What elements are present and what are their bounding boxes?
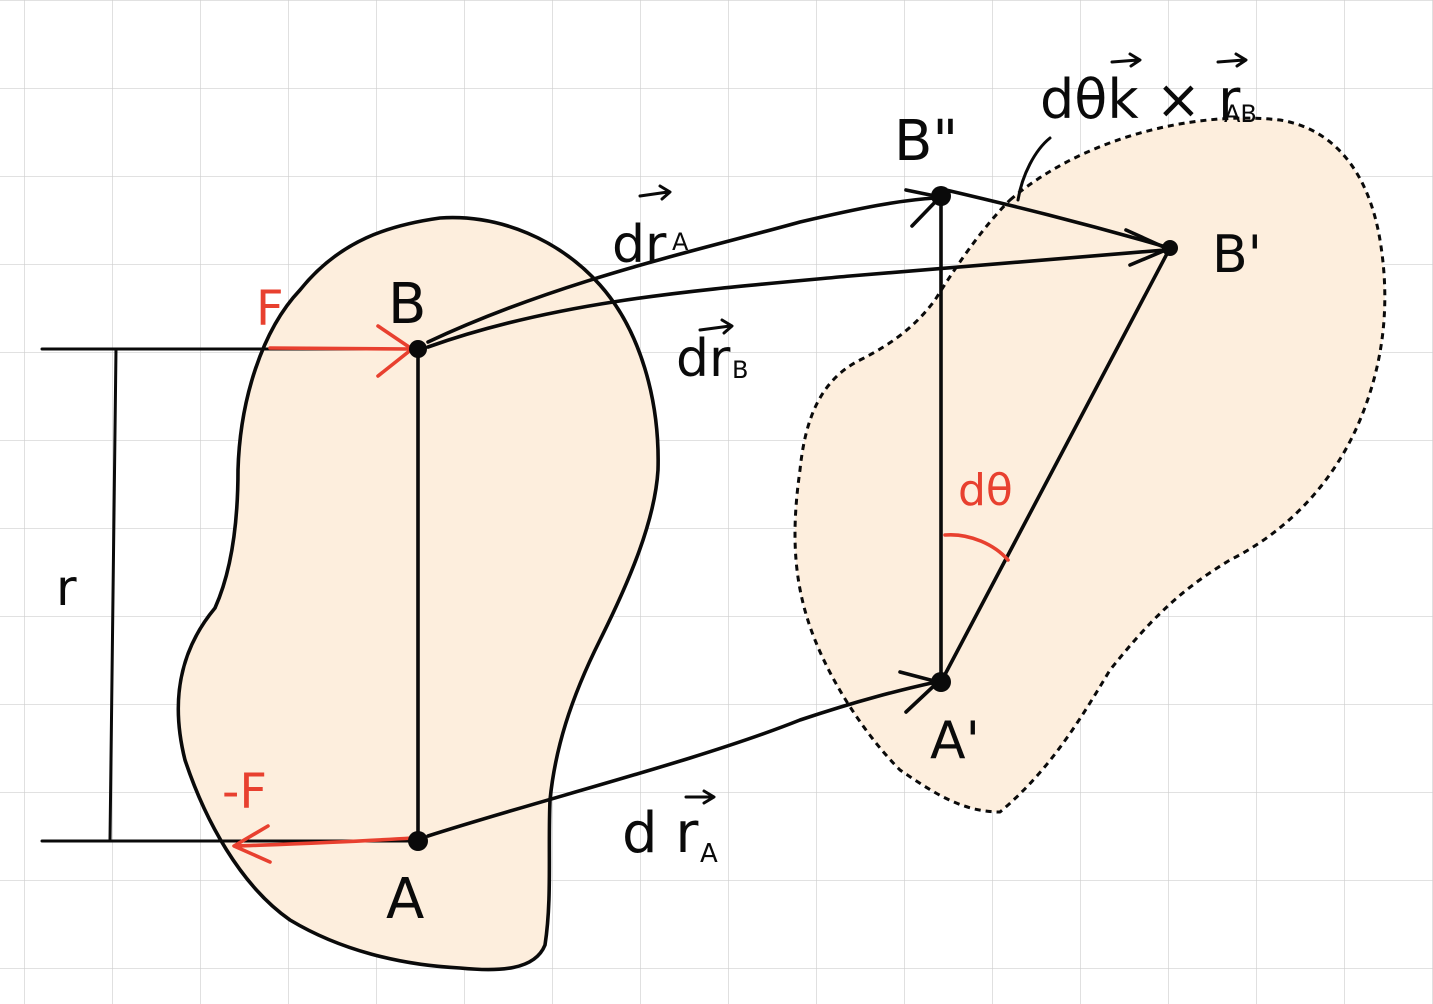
angle-arc — [943, 533, 1010, 562]
label-point-b-prime: B' — [1212, 225, 1262, 285]
point-b-prime-dot — [1162, 240, 1178, 256]
label-force-f: F — [256, 281, 284, 337]
point-b-dot — [409, 340, 427, 358]
force-neg-f-arrow — [232, 824, 414, 864]
label-dr-a-bottom: d r — [622, 801, 699, 866]
label-point-a: A — [386, 867, 424, 932]
label-dr-a-top: dr — [612, 215, 667, 275]
label-distance-r: r — [56, 559, 77, 617]
point-a-prime-dot — [931, 672, 951, 692]
label-rotation-term: dθk × r — [1040, 68, 1241, 131]
label-dr-a-top-sub: A — [672, 228, 689, 256]
label-rotation-term-sub: AB — [1224, 100, 1257, 128]
label-point-b: B — [388, 272, 426, 337]
label-dr-a-bottom-sub: A — [700, 839, 718, 869]
point-b-double-prime-dot — [931, 186, 951, 206]
arrow-rotation — [944, 188, 1168, 249]
label-point-b-double-prime: B" — [894, 109, 958, 174]
label-dr-b-sub: B — [732, 356, 748, 384]
label-point-a-prime: A' — [930, 711, 980, 771]
label-dr-b: dr — [676, 329, 731, 389]
vector-hat-arrows — [638, 52, 1248, 805]
segment-a-prime-b-prime — [939, 246, 1172, 684]
point-a-dot — [408, 831, 428, 851]
rotation-leader-line — [1016, 136, 1052, 202]
dimension-line-vertical — [108, 347, 118, 843]
label-angle: dθ — [958, 465, 1013, 516]
label-force-neg-f: -F — [222, 764, 267, 820]
